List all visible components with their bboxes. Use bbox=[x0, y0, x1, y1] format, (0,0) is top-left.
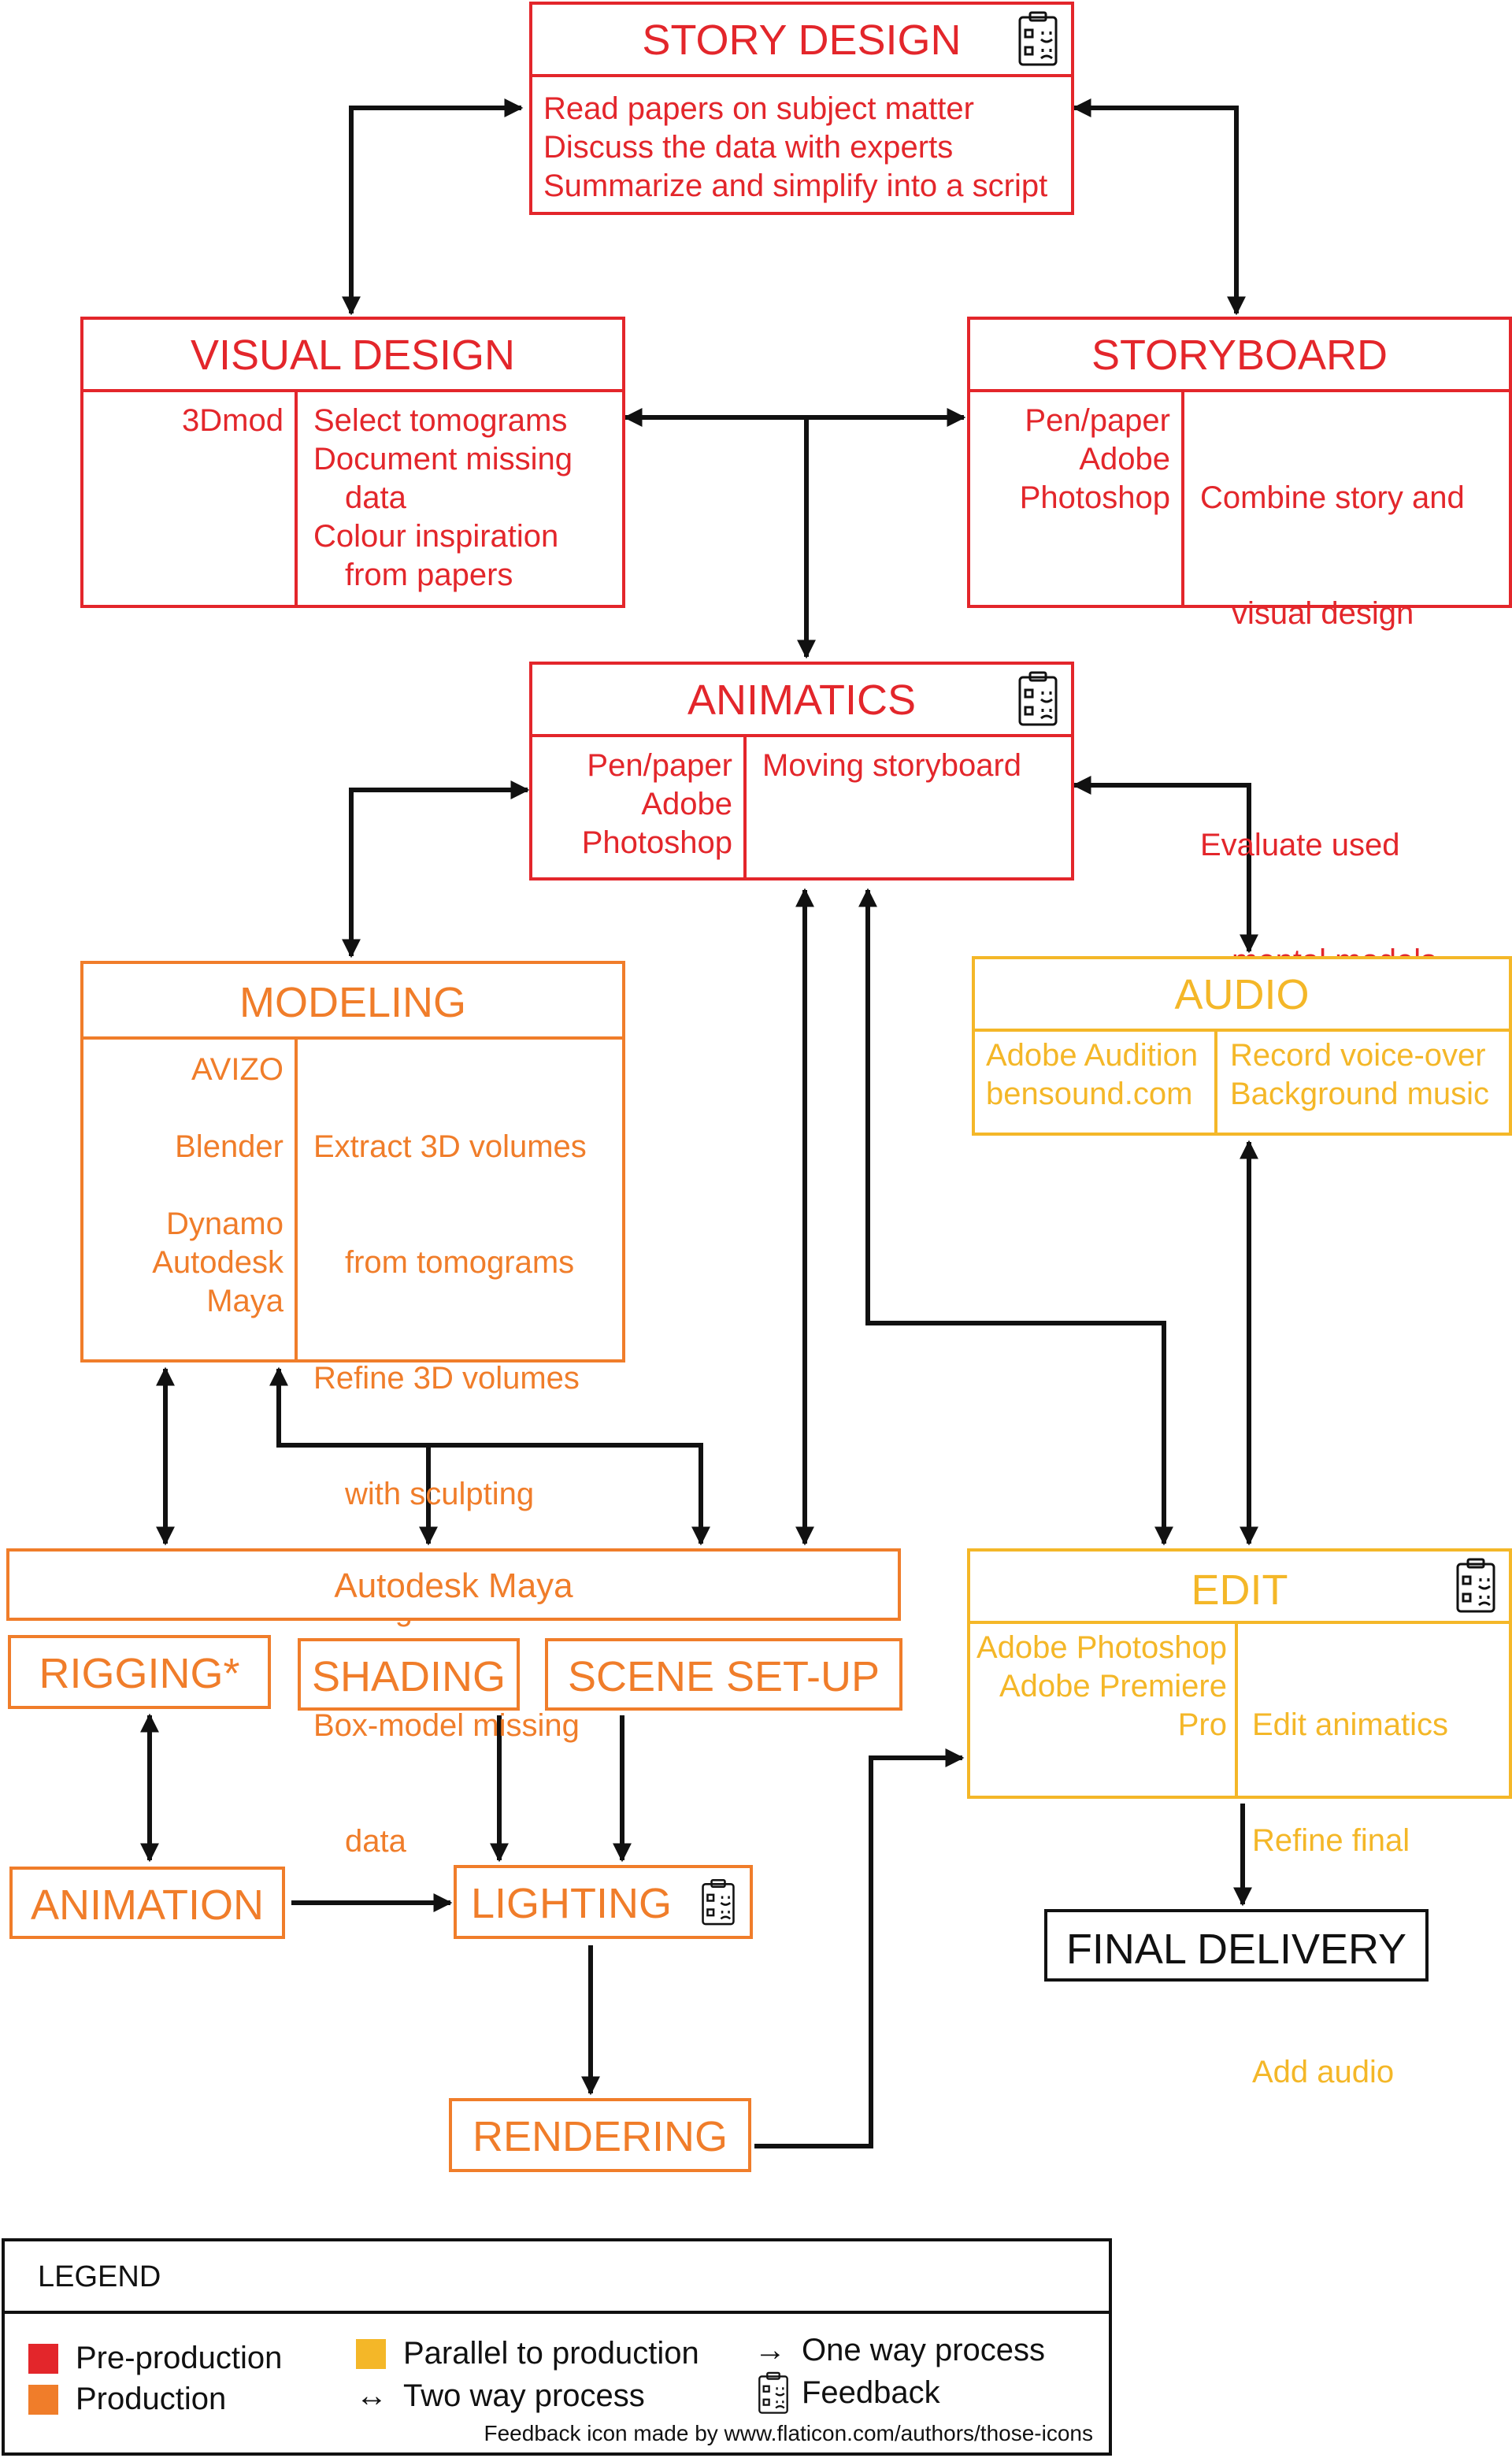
audio-divider bbox=[975, 1029, 1509, 1032]
animatics-tools: Pen/paper Adobe Photoshop bbox=[581, 748, 732, 860]
shading-box: SHADING bbox=[298, 1638, 520, 1711]
story-design-box: STORY DESIGN Read papers on subject matt… bbox=[529, 2, 1074, 215]
edge-animatics-edit bbox=[858, 888, 1173, 1546]
animatics-box: ANIMATICS Pen/paper Adobe Photoshop Movi… bbox=[529, 662, 1074, 881]
swatch-pre-production bbox=[28, 2344, 58, 2374]
legend-feedback: Feedback bbox=[802, 2375, 940, 2410]
audio-tools: Adobe Audition bensound.com bbox=[986, 1038, 1199, 1111]
task-item: Select tomograms bbox=[313, 403, 568, 438]
edge-story-visual bbox=[342, 98, 524, 316]
edit-tasks: Edit animatics Refine final render Add a… bbox=[1252, 1707, 1448, 2089]
story-design-divider bbox=[532, 74, 1071, 77]
feedback-icon bbox=[758, 2371, 788, 2414]
legend-header: LEGEND bbox=[5, 2241, 1109, 2314]
modeling-divider bbox=[83, 1036, 622, 1040]
legend-parallel: Parallel to production bbox=[403, 2336, 699, 2371]
final-delivery-title: FINAL DELIVERY bbox=[1065, 1926, 1407, 1973]
audio-column-divider bbox=[1214, 1029, 1217, 1133]
edit-box: EDIT Adobe Photoshop Adobe Premiere Pro … bbox=[967, 1548, 1512, 2089]
storyboard-divider bbox=[970, 389, 1509, 392]
animatics-title: ANIMATICS bbox=[687, 677, 916, 724]
legend-title: LEGEND bbox=[38, 2260, 161, 2293]
audio-tasks: Record voice-over Background music bbox=[1230, 1038, 1490, 1111]
story-design-title: STORY DESIGN bbox=[642, 17, 962, 64]
final-delivery-box: FINAL DELIVERY bbox=[1044, 1909, 1429, 1982]
animatics-tasks: Moving storyboard bbox=[762, 748, 1022, 783]
lighting-title: LIGHTING bbox=[471, 1880, 673, 1927]
edit-column-divider bbox=[1235, 1621, 1238, 1796]
edge-story-storyboard bbox=[1072, 98, 1246, 316]
story-design-items: Read papers on subject matter Discuss th… bbox=[543, 91, 1048, 203]
feedback-icon bbox=[1018, 671, 1058, 726]
visual-design-divider bbox=[83, 389, 622, 392]
edge-animatics-audio bbox=[1072, 776, 1258, 954]
storyboard-box: STORYBOARD Pen/paper Adobe Photoshop Com… bbox=[967, 317, 1512, 978]
maya-bar: Autodesk Maya bbox=[6, 1548, 901, 1621]
one-way-arrow-icon: → bbox=[754, 2333, 786, 2367]
modeling-column-divider bbox=[295, 1036, 298, 1359]
legend-production: Production bbox=[76, 2382, 227, 2416]
lighting-box: LIGHTING bbox=[454, 1865, 753, 1939]
swatch-parallel bbox=[356, 2339, 386, 2369]
storyboard-tools: Pen/paper Adobe Photoshop bbox=[1019, 403, 1170, 515]
icon-credit: Feedback icon made by www.flaticon.com/a… bbox=[484, 2421, 1094, 2445]
feedback-icon bbox=[1456, 1558, 1495, 1613]
rendering-box: RENDERING bbox=[449, 2098, 751, 2172]
modeling-tools: AVIZO Blender Dynamo Autodesk Maya bbox=[152, 1052, 284, 1318]
storyboard-tasks: Combine story and visual design Evaluate… bbox=[1200, 480, 1465, 978]
legend: LEGEND Pre-production Production Paralle… bbox=[2, 2238, 1112, 2456]
edit-title: EDIT bbox=[1191, 1566, 1288, 1614]
visual-design-title: VISUAL DESIGN bbox=[190, 332, 516, 379]
storyboard-column-divider bbox=[1181, 389, 1184, 605]
animatics-divider bbox=[532, 734, 1071, 737]
two-way-arrow-icon: ↔ bbox=[356, 2378, 387, 2413]
modeling-box: MODELING AVIZO Blender Dynamo Autodesk M… bbox=[80, 961, 625, 1859]
feedback-icon bbox=[1018, 11, 1058, 66]
visual-design-tools: 3Dmod bbox=[182, 403, 284, 438]
animation-title: ANIMATION bbox=[31, 1882, 264, 1929]
rigging-title: RIGGING* bbox=[39, 1650, 240, 1697]
swatch-production bbox=[28, 2385, 58, 2415]
legend-one-way: One way process bbox=[802, 2333, 1046, 2367]
feedback-icon bbox=[702, 1878, 735, 1926]
storyboard-title: STORYBOARD bbox=[1091, 332, 1388, 379]
shading-title: SHADING bbox=[311, 1653, 506, 1700]
scene-setup-box: SCENE SET-UP bbox=[545, 1638, 902, 1711]
animation-box: ANIMATION bbox=[9, 1867, 285, 1939]
modeling-title: MODELING bbox=[239, 979, 467, 1026]
edge-rendering-edit bbox=[754, 1748, 965, 2148]
edit-divider bbox=[970, 1621, 1509, 1624]
rigging-box: RIGGING* bbox=[8, 1635, 271, 1709]
modeling-tasks: Extract 3D volumes from tomograms Refine… bbox=[313, 1129, 606, 1859]
scene-setup-title: SCENE SET-UP bbox=[567, 1653, 880, 1700]
edge-animatics-modeling bbox=[342, 780, 530, 958]
legend-pre-production: Pre-production bbox=[76, 2341, 283, 2375]
edit-tools: Adobe Photoshop Adobe Premiere Pro bbox=[976, 1630, 1227, 1742]
audio-title: AUDIO bbox=[1174, 971, 1310, 1018]
visual-design-column-divider bbox=[295, 389, 298, 605]
animatics-column-divider bbox=[743, 734, 747, 877]
maya-title: Autodesk Maya bbox=[334, 1566, 573, 1605]
rendering-title: RENDERING bbox=[472, 2113, 728, 2160]
legend-two-way: Two way process bbox=[403, 2378, 645, 2413]
audio-box: AUDIO Adobe Audition bensound.com Record… bbox=[972, 956, 1512, 1136]
